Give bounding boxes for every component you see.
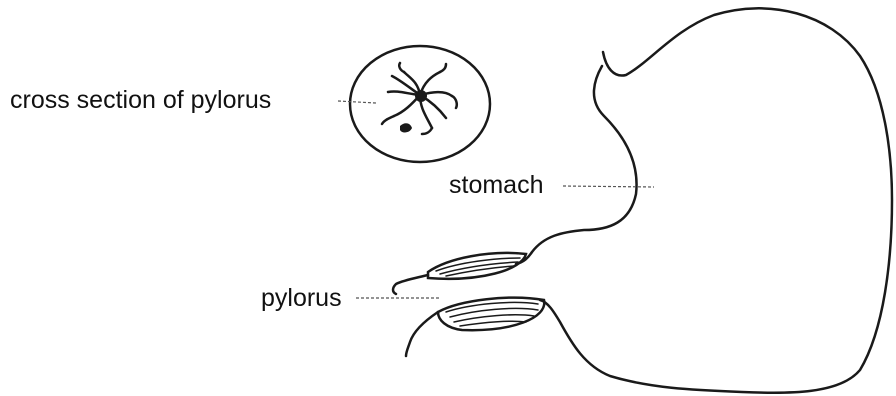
label-cross-section-of-pylorus: cross section of pylorus bbox=[10, 88, 271, 113]
lumen-center bbox=[415, 90, 427, 102]
leader-cross-section bbox=[338, 101, 376, 103]
lumen-blob bbox=[400, 123, 412, 132]
stomach bbox=[516, 8, 892, 392]
duodenum-lower bbox=[406, 312, 438, 356]
label-stomach: stomach bbox=[449, 173, 543, 198]
leader-lines bbox=[338, 101, 654, 298]
duodenum-upper bbox=[393, 275, 428, 294]
pylorus-sphincter bbox=[393, 253, 544, 356]
label-pylorus: pylorus bbox=[261, 286, 342, 311]
lesser-curvature bbox=[516, 66, 637, 264]
greater-curvature bbox=[540, 8, 892, 392]
leader-stomach bbox=[563, 186, 654, 187]
cross-section-of-pylorus bbox=[350, 46, 490, 162]
